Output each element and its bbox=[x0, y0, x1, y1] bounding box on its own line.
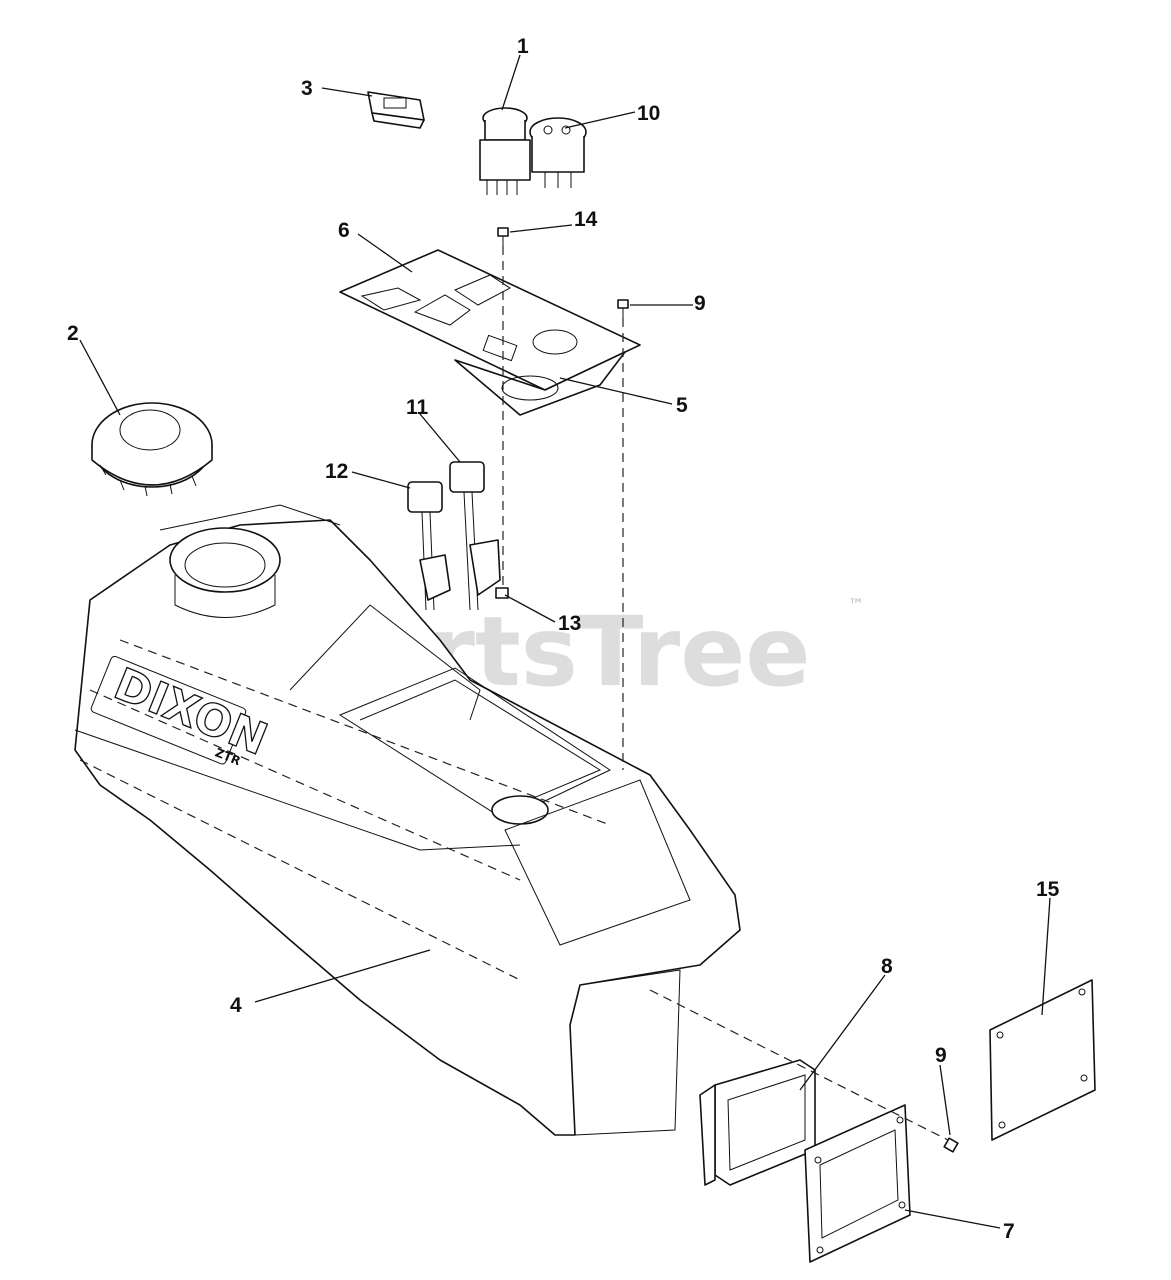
part-6-control-plate bbox=[339, 249, 641, 391]
callout-12: 12 bbox=[325, 460, 348, 483]
part-2-fuel-cap bbox=[91, 402, 213, 497]
part-12-lever-left bbox=[407, 481, 451, 611]
callout-labels: 1 2 3 4 5 6 7 8 9 9 10 11 12 13 14 15 bbox=[67, 35, 1060, 1243]
part-9-screw-bottom bbox=[943, 1137, 959, 1153]
assembly-line-headlight bbox=[649, 989, 949, 1141]
part-3-switch bbox=[367, 91, 425, 129]
part-10-ignition-switch bbox=[529, 117, 587, 188]
leader-lines bbox=[79, 54, 1051, 1229]
callout-8: 8 bbox=[881, 955, 893, 978]
callout-14: 14 bbox=[574, 208, 598, 231]
callout-6: 6 bbox=[338, 219, 350, 242]
part-8-headlight bbox=[699, 1059, 816, 1186]
callout-1: 1 bbox=[517, 35, 529, 58]
part-1-pto-switch bbox=[479, 107, 531, 195]
part-14-screw bbox=[497, 227, 509, 246]
callout-10: 10 bbox=[637, 102, 660, 125]
part-4-fender-body: DIXON ZTR bbox=[74, 504, 741, 1136]
callout-4: 4 bbox=[230, 994, 242, 1017]
part-5-decal bbox=[454, 351, 626, 416]
callout-9-top: 9 bbox=[694, 292, 706, 315]
callout-3: 3 bbox=[301, 77, 313, 100]
watermark-trademark: ™ bbox=[848, 595, 864, 614]
part-15-plate bbox=[989, 979, 1096, 1141]
callout-5: 5 bbox=[676, 394, 688, 417]
part-7-bezel-plate bbox=[804, 1104, 911, 1263]
callout-13: 13 bbox=[558, 612, 581, 635]
callout-2: 2 bbox=[67, 322, 79, 345]
callout-7: 7 bbox=[1003, 1220, 1015, 1243]
part-11-lever-right bbox=[449, 461, 501, 611]
part-13-nut bbox=[495, 587, 509, 599]
callout-9-bottom: 9 bbox=[935, 1044, 947, 1067]
callout-15: 15 bbox=[1036, 878, 1060, 901]
part-9-screw-top bbox=[617, 299, 629, 318]
callout-11: 11 bbox=[406, 396, 429, 419]
